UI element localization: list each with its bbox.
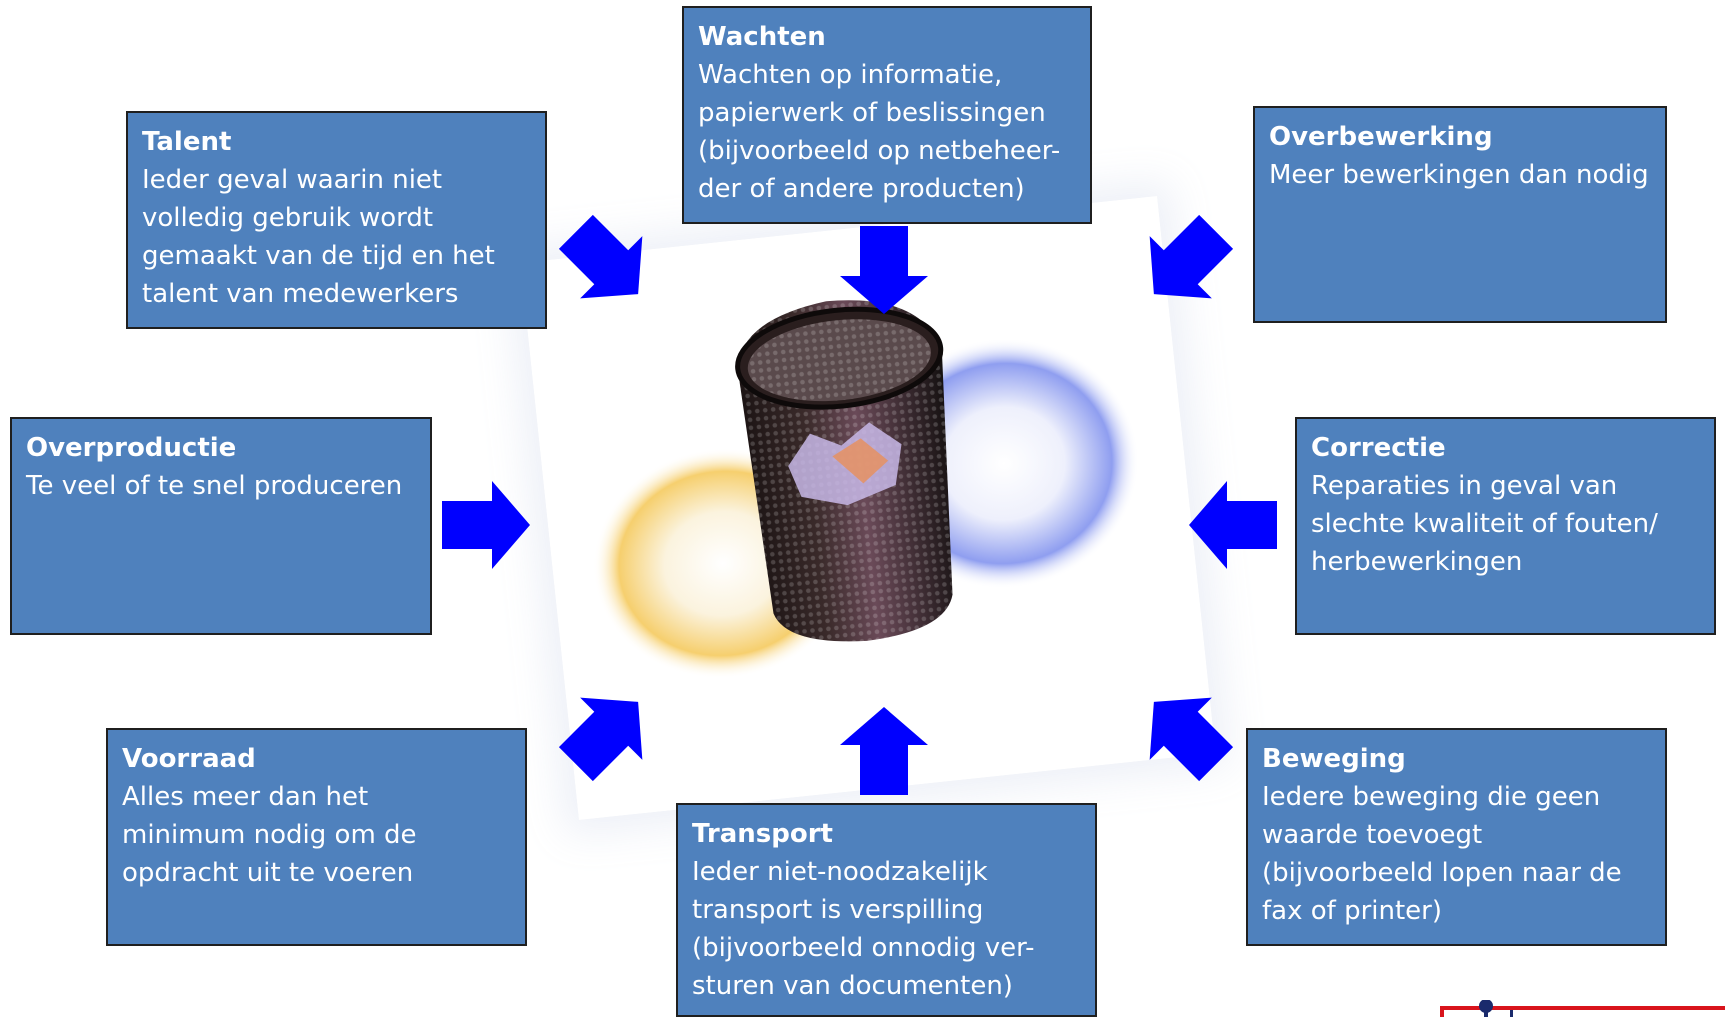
box-overbewerking: Overbewerking Meer bewerkingen dan nodig — [1253, 106, 1667, 323]
box-description: Te veel of te snel produceren — [26, 471, 403, 501]
box-talent: Talent Ieder geval waarin niet volledig … — [126, 111, 547, 329]
box-description: Reparaties in geval van slechte kwalitei… — [1311, 471, 1658, 577]
box-title: Transport — [692, 819, 833, 849]
company-logo — [1440, 1000, 1725, 1017]
arrow-icon — [840, 226, 928, 314]
box-title: Beweging — [1262, 744, 1406, 774]
box-description: Ieder niet-noodzakelijk transport is ver… — [692, 857, 1035, 1001]
box-title: Correctie — [1311, 433, 1446, 463]
box-title: Overbewerking — [1269, 122, 1493, 152]
box-transport: Transport Ieder niet-noodzakelijk transp… — [676, 803, 1097, 1017]
box-description: Wachten op informatie, papierwerk of bes… — [698, 60, 1061, 204]
box-title: Voorraad — [122, 744, 256, 774]
box-wachten: Wachten Wachten op informatie, papierwer… — [682, 6, 1092, 224]
box-description: Alles meer dan het minimum nodig om de o… — [122, 782, 417, 888]
arrow-icon — [1149, 214, 1234, 299]
box-title: Overproductie — [26, 433, 237, 463]
box-title: Talent — [142, 127, 232, 157]
box-overproductie: Overproductie Te veel of te snel produce… — [10, 417, 432, 635]
arrow-icon — [1189, 481, 1277, 569]
box-voorraad: Voorraad Alles meer dan het minimum nodi… — [106, 728, 527, 946]
box-description: Iedere beweging die geen waarde toevoegt… — [1262, 782, 1622, 926]
box-description: Meer bewerkingen dan nodig — [1269, 160, 1649, 190]
box-beweging: Beweging Iedere beweging die geen waarde… — [1246, 728, 1667, 946]
box-description: Ieder geval waarin niet volledig gebruik… — [142, 165, 495, 309]
box-correctie: Correctie Reparaties in geval van slecht… — [1295, 417, 1716, 635]
waste-basket-photo — [520, 196, 1216, 820]
arrow-icon — [1149, 697, 1234, 782]
arrow-icon — [558, 214, 643, 299]
box-title: Wachten — [698, 22, 826, 52]
arrow-icon — [442, 481, 530, 569]
arrow-icon — [558, 697, 643, 782]
arrow-icon — [840, 707, 928, 795]
